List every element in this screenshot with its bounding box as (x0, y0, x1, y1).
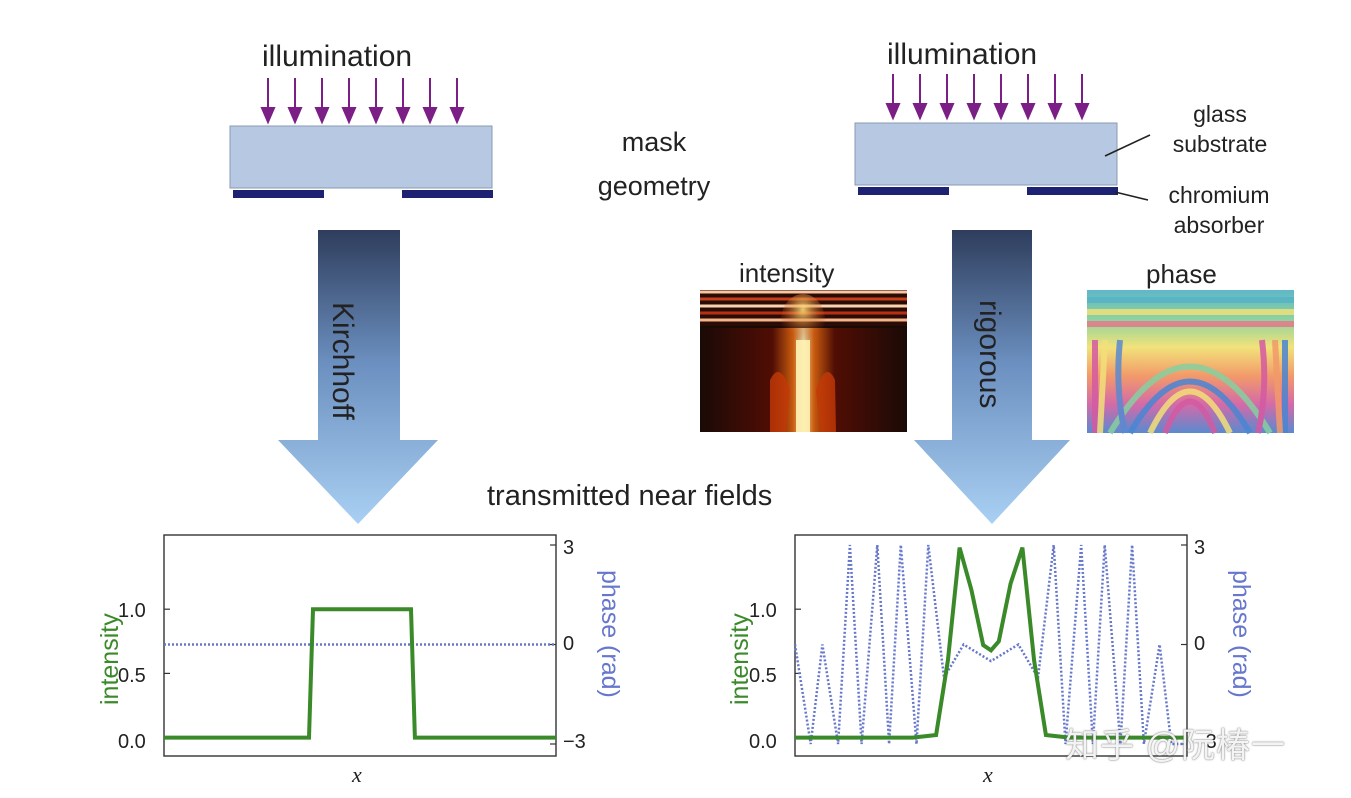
left-absorber-2 (402, 190, 493, 198)
right-phase-curve (793, 544, 1187, 746)
right-y2tick-mid: 0 (1194, 633, 1206, 655)
right-mask-geometry (854, 74, 1151, 201)
right-ytick-0: 0.0 (749, 731, 777, 753)
right-intensity-curve (795, 546, 1187, 740)
rigorous-big-arrow (914, 230, 1070, 524)
mask-geometry-label: mask geometry (597, 127, 711, 201)
chromium-leader-line (1114, 191, 1149, 201)
left-intensity-curve (164, 607, 556, 740)
intensity-map (700, 290, 907, 432)
right-y2-axis-label: phase (rad) (1227, 570, 1255, 698)
right-absorber-2 (1027, 187, 1118, 195)
left-ytick-0: 0.0 (118, 731, 146, 753)
kirchhoff-big-arrow (278, 230, 438, 524)
left-ytick-05: 0.5 (118, 665, 146, 687)
left-mask-geometry (229, 78, 493, 198)
glass-leader-line (1104, 134, 1151, 157)
left-x-axis-label: x (352, 762, 362, 787)
right-absorber-1 (858, 187, 949, 195)
right-illumination-arrows (885, 74, 1090, 121)
right-x-axis-label: x (983, 762, 993, 787)
left-y2-axis-label: phase (rad) (596, 570, 624, 698)
right-y2tick-top: 3 (1194, 537, 1206, 559)
near-fields-label: transmitted near fields (487, 480, 773, 512)
left-chart (163, 534, 557, 757)
left-illumination-arrows (260, 78, 465, 125)
left-y2tick-top: 3 (563, 537, 575, 559)
phase-map-label: phase (1146, 259, 1217, 289)
intensity-map-label: intensity (739, 258, 835, 288)
right-ytick-1: 1.0 (749, 600, 777, 622)
chromium-absorber-label: chromium absorber (1168, 182, 1270, 238)
left-illumination-label: illumination (262, 40, 413, 73)
kirchhoff-arrow-label: Kirchhoff (326, 302, 359, 420)
left-y2tick-bottom: −3 (563, 731, 586, 753)
left-absorber-1 (233, 190, 324, 198)
rigorous-arrow-label: rigorous (973, 300, 1006, 409)
phase-map (1087, 290, 1294, 435)
left-y-axis-label: intensity (96, 613, 124, 705)
watermark-text: 知乎 @阮椿一 (1065, 727, 1286, 765)
left-glass-substrate (229, 125, 493, 189)
right-y2tick-bottom: −3 (1194, 731, 1217, 753)
left-ytick-1: 1.0 (118, 600, 146, 622)
right-chart (793, 534, 1188, 757)
right-glass-substrate (854, 122, 1118, 186)
right-illumination-label: illumination (887, 38, 1038, 71)
right-ytick-05: 0.5 (749, 665, 777, 687)
glass-substrate-label: glass substrate (1172, 101, 1268, 157)
left-y2tick-mid: 0 (563, 633, 575, 655)
right-y-axis-label: intensity (726, 613, 754, 705)
